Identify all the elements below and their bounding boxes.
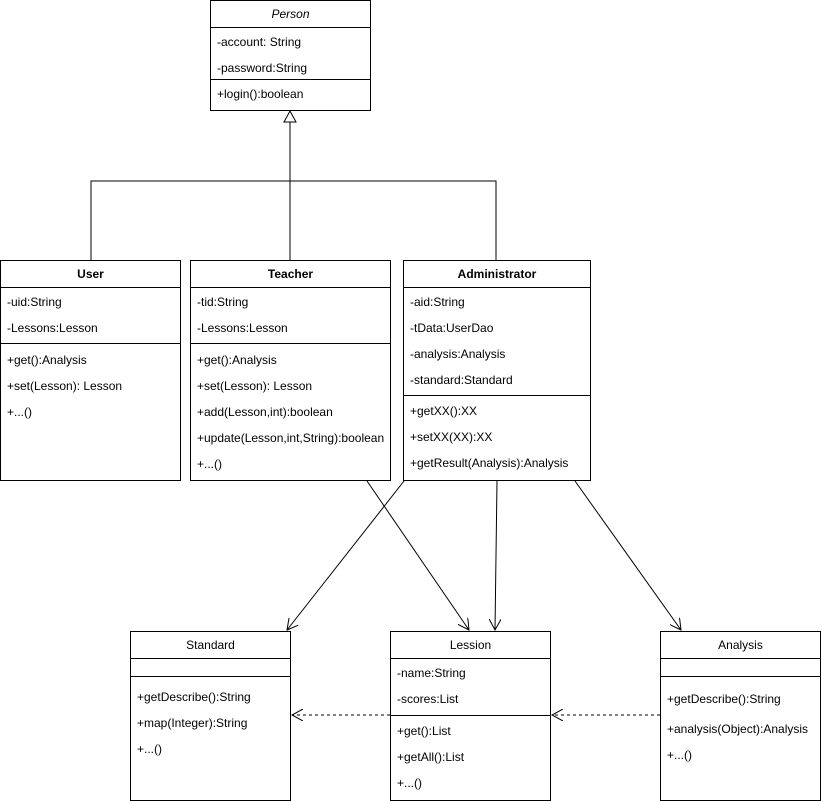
method: +getDescribe():String — [667, 692, 781, 706]
attribute: -scores:List — [397, 692, 459, 706]
methods-section: +get():Analysis +set(Lesson): Lesson +ad… — [191, 344, 390, 477]
attribute: -Lessons:Lesson — [7, 321, 98, 335]
class-administrator[interactable]: Administrator -aid:String -tData:UserDao… — [403, 260, 591, 481]
class-analysis[interactable]: Analysis +getDescribe():String +analysis… — [660, 631, 821, 801]
attribute: -Lessons:Lesson — [197, 321, 288, 335]
attribute: -password:String — [217, 61, 308, 75]
class-lession[interactable]: Lession -name:String -scores:List +get()… — [390, 631, 551, 801]
methods-section: +get():List +getAll():List +...() — [391, 716, 550, 796]
attributes-section: -tid:String -Lessons:Lesson — [191, 288, 390, 344]
method: +analysis(Object):Analysis — [667, 722, 809, 736]
method: +...() — [667, 748, 693, 762]
method: +update(Lesson,int,String):boolean — [197, 431, 385, 445]
method: +add(Lesson,int):boolean — [197, 405, 333, 419]
attributes-section: -uid:String -Lessons:Lesson — [1, 288, 180, 344]
attributes-section — [131, 659, 290, 677]
class-teacher[interactable]: Teacher -tid:String -Lessons:Lesson +get… — [190, 260, 391, 481]
class-name: Administrator — [404, 261, 590, 288]
method: +getResult(Analysis):Analysis — [410, 456, 569, 470]
attributes-section — [661, 659, 820, 677]
method: +getAll():List — [397, 750, 465, 764]
method: +login():boolean — [217, 87, 304, 101]
methods-section: +getXX():XX +setXX(XX):XX +getResult(Ana… — [404, 396, 590, 476]
class-name: User — [1, 261, 180, 288]
class-standard[interactable]: Standard +getDescribe():String +map(Inte… — [130, 631, 291, 801]
method: +...() — [197, 457, 223, 471]
methods-section: +get():Analysis +set(Lesson): Lesson +..… — [1, 344, 180, 425]
class-user[interactable]: User -uid:String -Lessons:Lesson +get():… — [0, 260, 181, 481]
class-name: Person — [211, 1, 370, 28]
association-admin-analysis — [574, 480, 681, 630]
generalization-line-administrator — [290, 180, 497, 260]
attribute: -standard:Standard — [410, 373, 513, 387]
attributes-section: -account: String -password:String — [211, 28, 370, 80]
class-name: Analysis — [661, 632, 820, 659]
method: +...() — [7, 405, 33, 419]
method: +getXX():XX — [410, 404, 478, 418]
class-name: Lession — [391, 632, 550, 659]
method: +get():List — [397, 724, 451, 738]
association-admin-lession — [495, 480, 497, 630]
methods-section: +getDescribe():String +map(Integer):Stri… — [131, 677, 290, 762]
method: +...() — [137, 742, 163, 756]
attributes-section: -aid:String -tData:UserDao -analysis:Ana… — [404, 288, 590, 396]
attributes-section: -name:String -scores:List — [391, 659, 550, 716]
generalization-line-user — [90, 180, 290, 260]
attribute: -name:String — [397, 666, 466, 680]
attribute: -aid:String — [410, 295, 465, 309]
methods-section: +getDescribe():String +analysis(Object):… — [661, 677, 820, 766]
attribute: -account: String — [217, 35, 302, 49]
association-teacher-lession — [366, 480, 469, 630]
attribute: -tid:String — [197, 295, 249, 309]
method: +map(Integer):String — [137, 716, 248, 730]
method: +getDescribe():String — [137, 690, 251, 704]
method: +set(Lesson): Lesson — [197, 379, 313, 393]
attribute: -analysis:Analysis — [410, 347, 506, 361]
methods-section: +login():boolean — [211, 80, 370, 107]
method: +get():Analysis — [197, 353, 277, 367]
method: +setXX(XX):XX — [410, 430, 493, 444]
class-name: Standard — [131, 632, 290, 659]
attribute: -uid:String — [7, 295, 62, 309]
generalization-triangle — [283, 109, 297, 123]
class-name: Teacher — [191, 261, 390, 288]
method: +get():Analysis — [7, 353, 87, 367]
method: +set(Lesson): Lesson — [7, 379, 123, 393]
method: +...() — [397, 776, 423, 790]
attribute: -tData:UserDao — [410, 321, 494, 335]
association-admin-standard — [287, 480, 405, 630]
class-person[interactable]: Person -account: String -password:String… — [210, 0, 371, 111]
